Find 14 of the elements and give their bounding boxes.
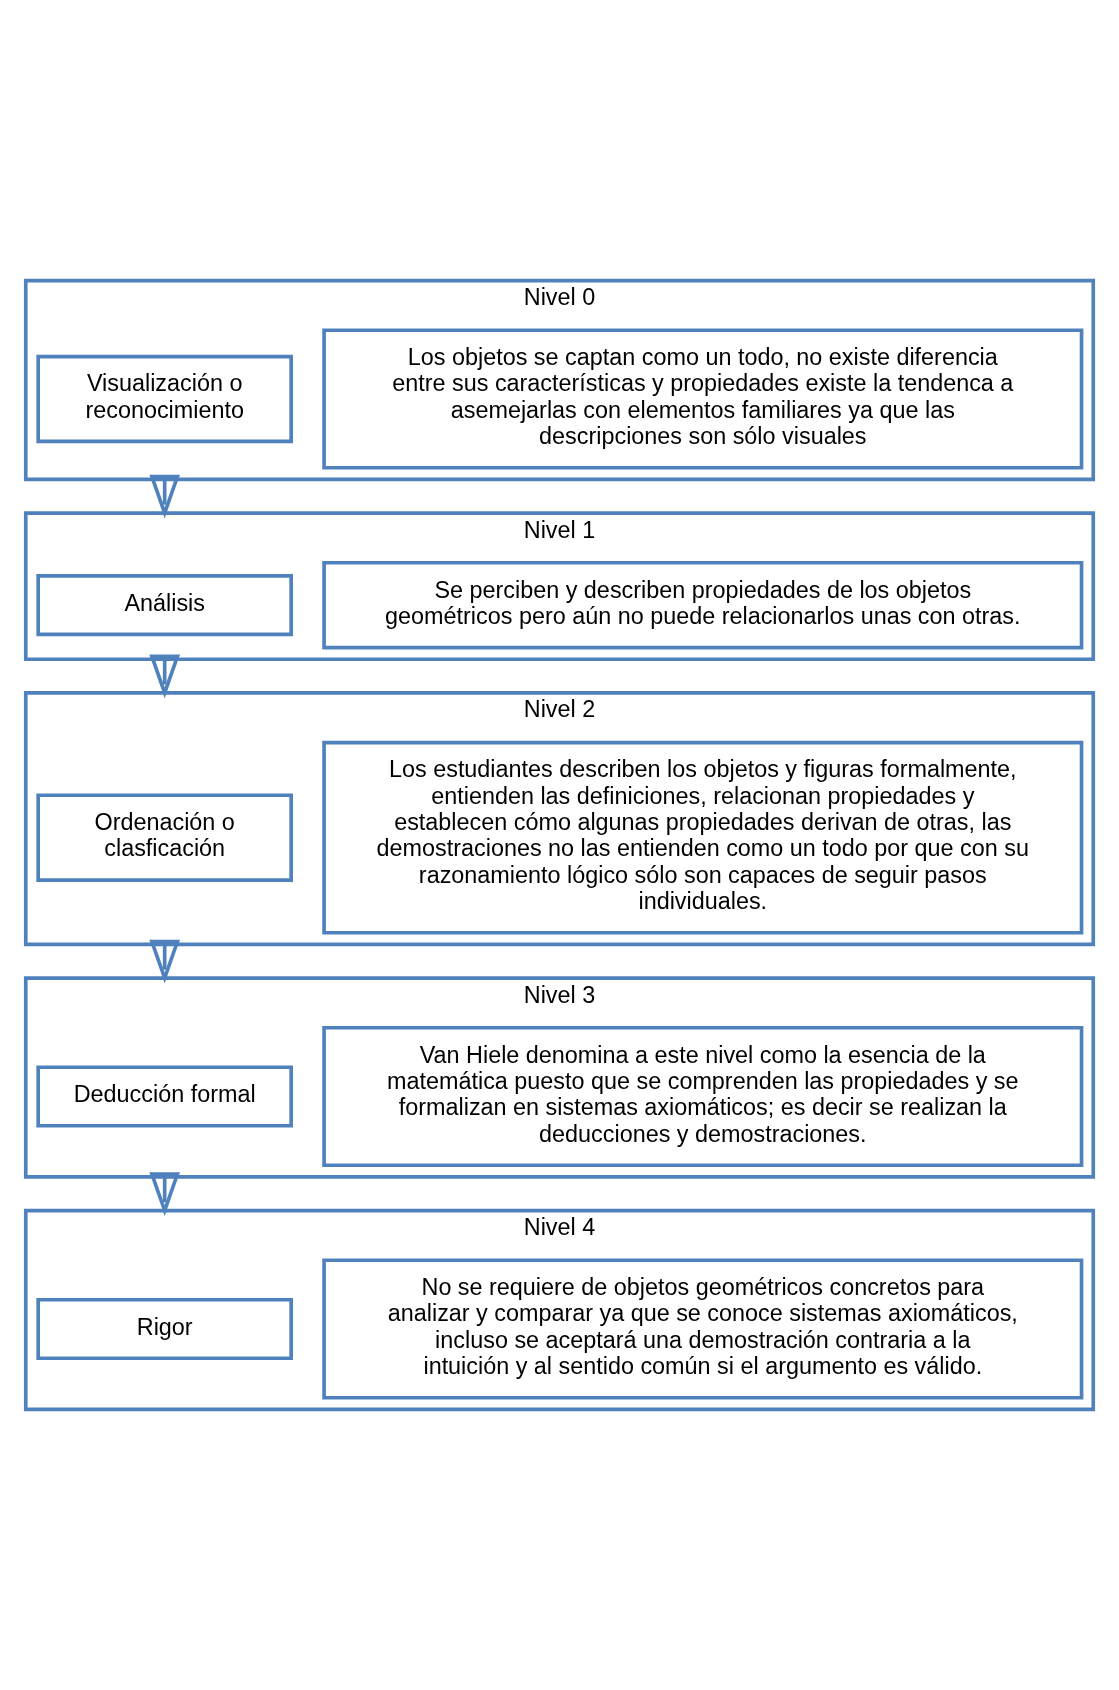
node-box: Deducción formal <box>36 1065 293 1128</box>
node-box: Rigor <box>36 1297 293 1361</box>
node-box: Análisis <box>36 574 293 637</box>
node-box: Los estudiantes describen los objetos y figuras formalmente, entienden las definiciones, relacionan propiedades y establecen cómo algunas propiedades derivan de otras, las demostraciones no las entienden como un todo por que con su razonamiento lógico sólo son capaces de seguir pasos individuales. <box>322 740 1084 935</box>
node-box: Visualización o reconocimiento <box>36 354 293 444</box>
arrow <box>149 654 181 699</box>
node-box: Los objetos se captan como un todo, no existe diferencia entre sus características y propiedades existe la tendenca a asemejarlas con elementos familiares ya que las descripciones son sólo visuales <box>322 328 1084 470</box>
arrow <box>149 474 181 519</box>
arrow <box>149 1172 181 1217</box>
arrow <box>149 939 181 984</box>
node-box: Van Hiele denomina a este nivel como la esencia de la matemática puesto que se comprenden las propiedades y se formalizan en sistemas axiomáticos; es decir se realizan la deducciones y demostraciones. <box>322 1025 1084 1168</box>
node-box: Se perciben y describen propiedades de los objetos geométricos pero aún no puede relacionarlos unas con otras. <box>322 560 1084 650</box>
node-box: No se requiere de objetos geométricos concretos para analizar y comparar ya que se conoce sistemas axiomáticos, incluso se aceptará una demostración contraria a la intuición y al sentido común si el argumento es válido. <box>322 1258 1084 1400</box>
node-box: Ordenación o clasficación <box>36 793 293 882</box>
